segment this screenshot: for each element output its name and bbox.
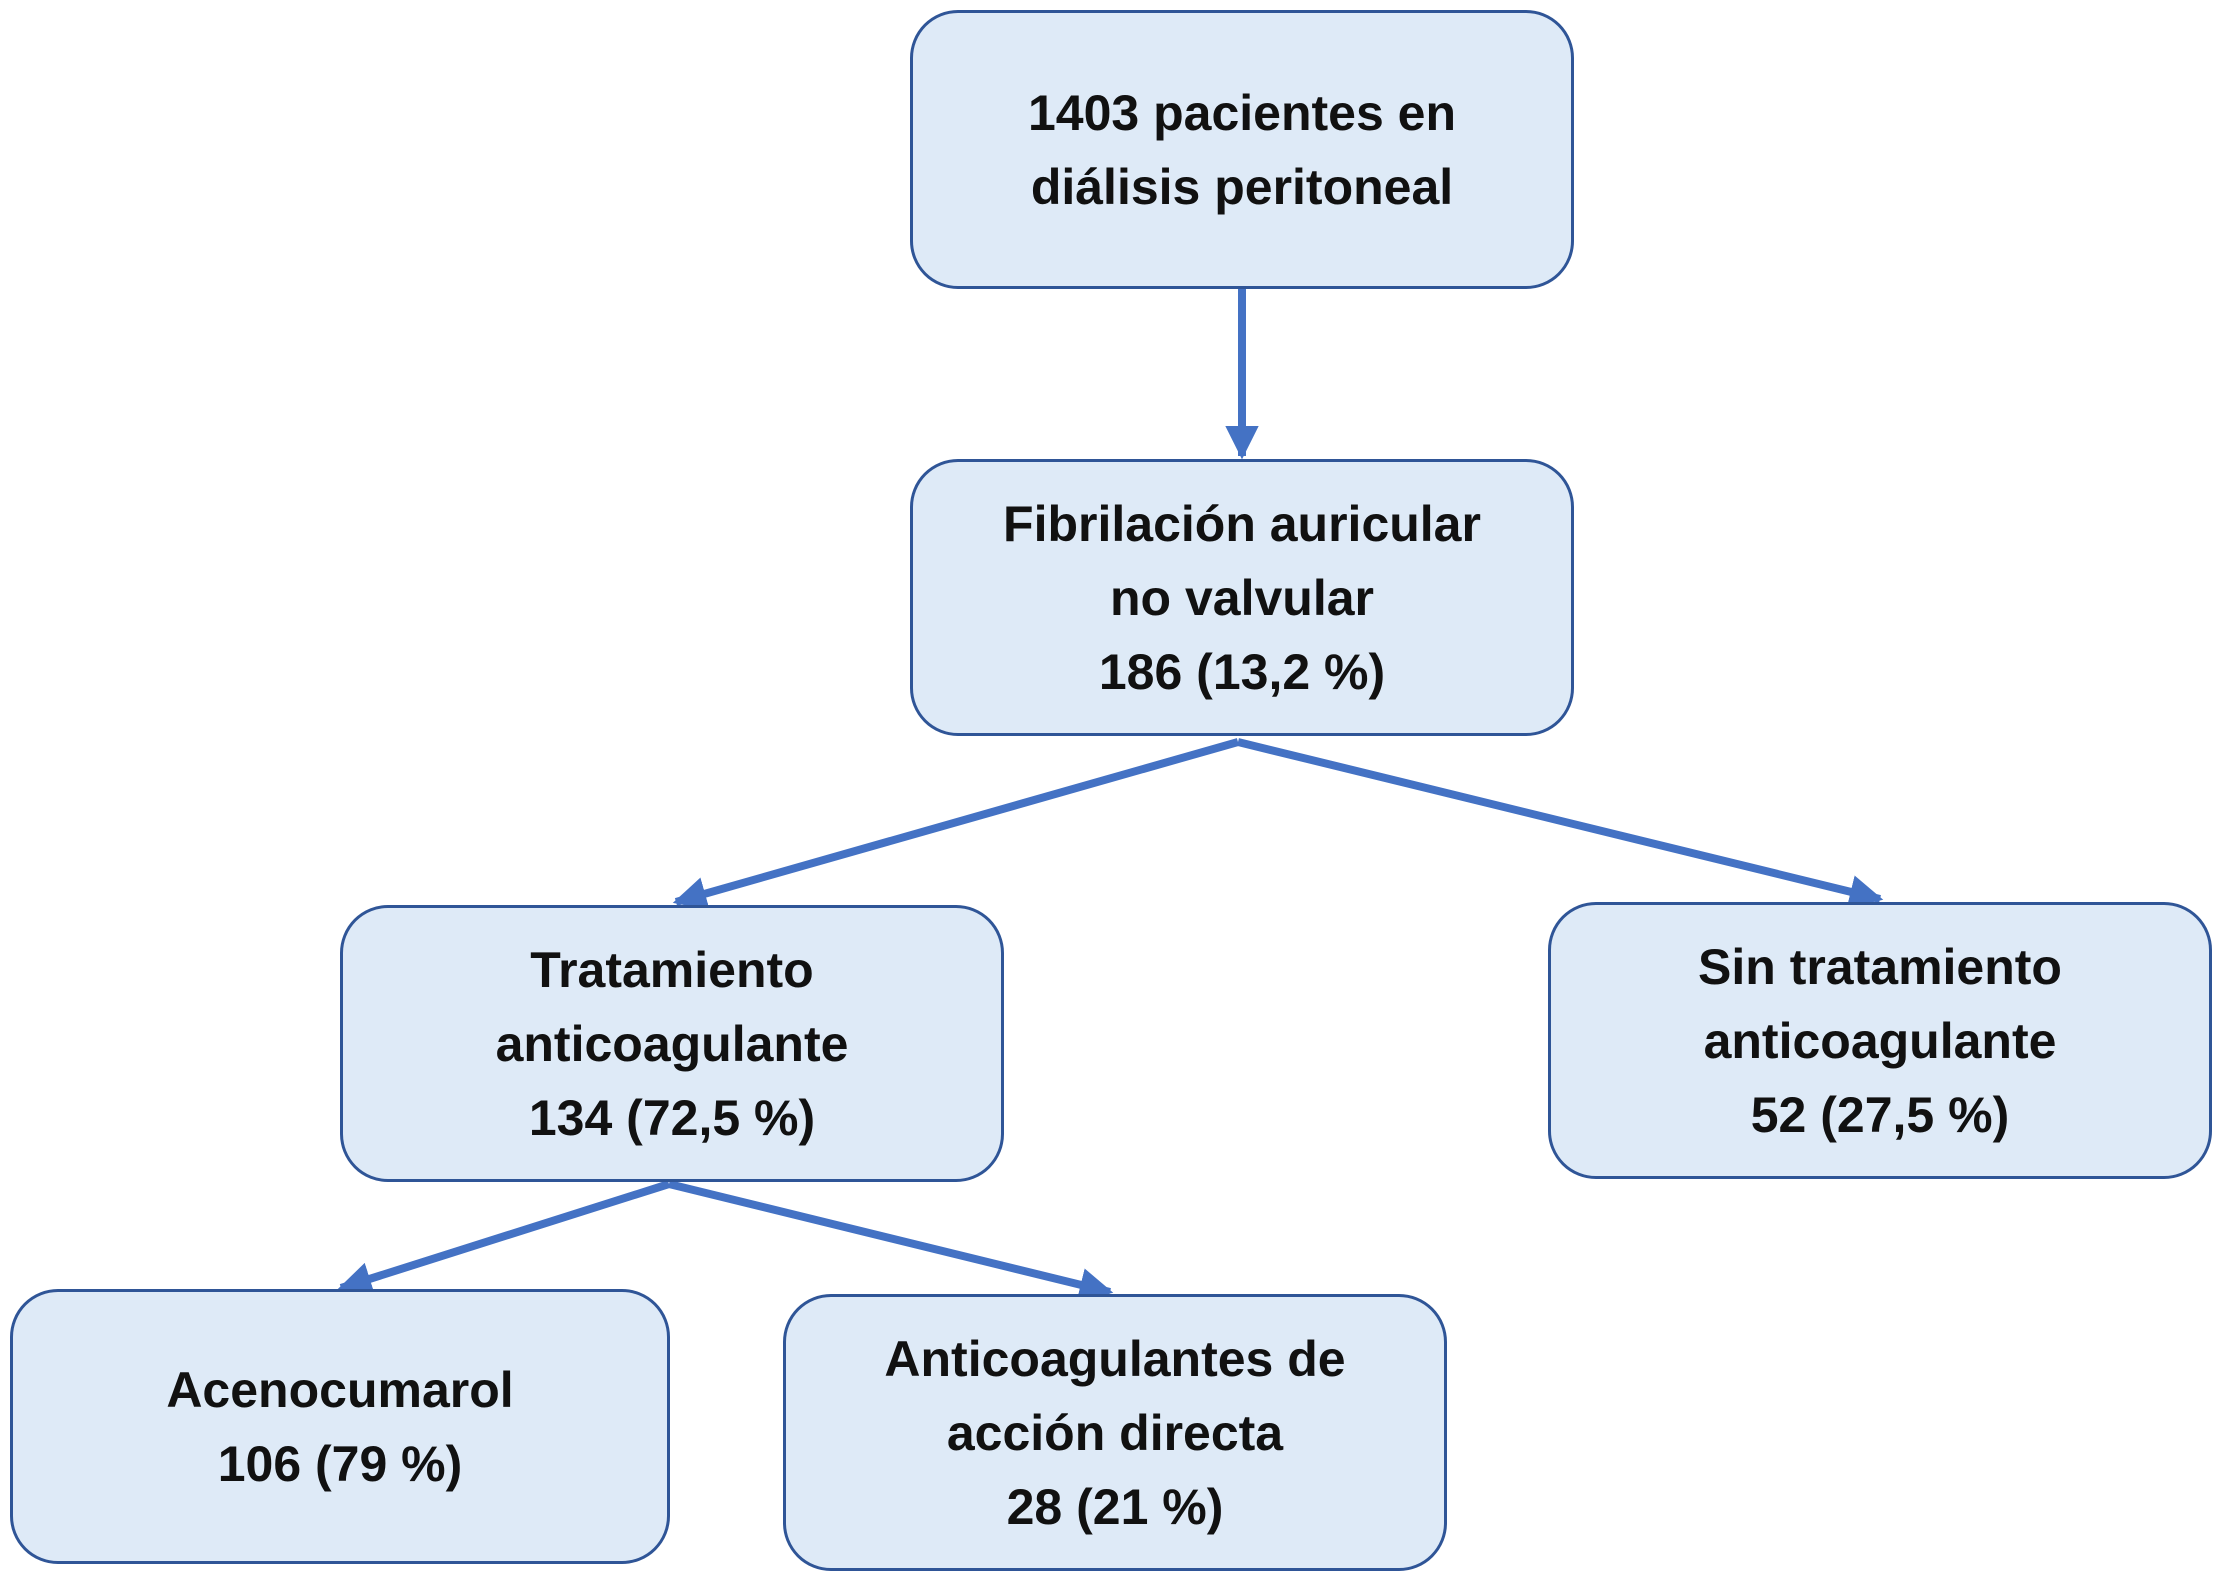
node-fa-line2: no valvular <box>1110 569 1374 626</box>
arrow-tratamiento-to-aceno <box>337 1180 671 1295</box>
node-atrial-fibrillation: Fibrilación auricular no valvular 186 (1… <box>910 459 1574 736</box>
node-tratamiento-line2: anticoagulante <box>495 1015 849 1072</box>
node-total-line2: diálisis peritoneal <box>1030 158 1454 215</box>
node-aceno-count: 106 (79 %) <box>217 1435 463 1492</box>
node-total-patients: 1403 pacientes en diálisis peritoneal <box>910 10 1574 289</box>
node-anticoagulant-treatment: Tratamiento anticoagulante 134 (72,5 %) <box>340 905 1004 1182</box>
node-fa-line1: Fibrilación auricular <box>1003 495 1481 552</box>
node-aco-count: 28 (21 %) <box>1006 1478 1224 1535</box>
node-aco-line1: Anticoagulantes de <box>884 1330 1346 1387</box>
node-aco-line2: acción directa <box>946 1404 1284 1461</box>
node-tratamiento-line1: Tratamiento <box>530 941 814 998</box>
node-no-anticoagulant-treatment: Sin tratamiento anticoagulante 52 (27,5 … <box>1548 902 2212 1179</box>
arrow-fa-to-tratamiento <box>672 738 1240 910</box>
node-sin-line1: Sin tratamiento <box>1698 938 2062 995</box>
node-total-line1: 1403 pacientes en <box>1027 84 1457 141</box>
node-fa-count: 186 (13,2 %) <box>1098 643 1386 700</box>
node-direct-acting-anticoagulants: Anticoagulantes de acción directa 28 (21… <box>783 1294 1447 1571</box>
node-acenocoumarol: Acenocumarol 106 (79 %) <box>10 1289 670 1564</box>
arrow-fa-to-sin <box>1237 738 1884 909</box>
arrow-tratamiento-to-aco <box>668 1180 1114 1302</box>
node-sin-count: 52 (27,5 %) <box>1750 1086 2010 1143</box>
node-tratamiento-count: 134 (72,5 %) <box>528 1089 816 1146</box>
node-aceno-line1: Acenocumarol <box>166 1361 514 1418</box>
node-sin-line2: anticoagulante <box>1703 1012 2057 1069</box>
